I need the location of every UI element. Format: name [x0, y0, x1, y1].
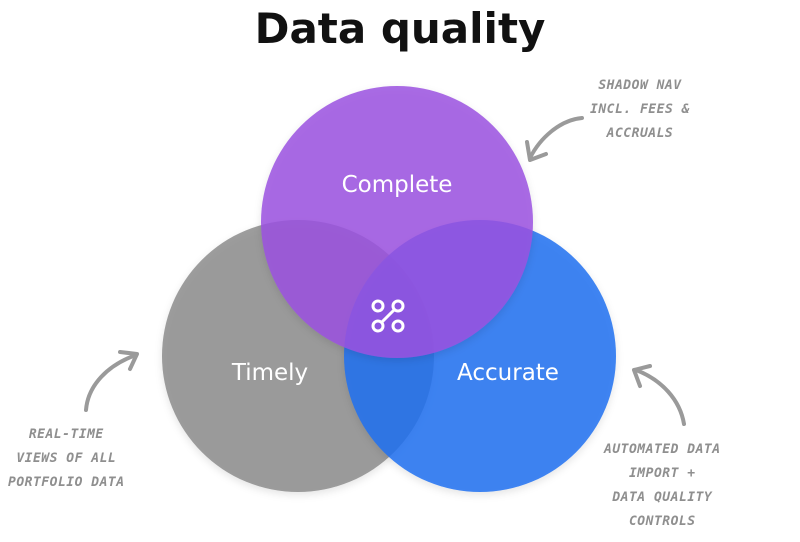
annotation-line: IMPORT +	[628, 466, 696, 481]
annotation-line: INCL. FEES &	[590, 102, 690, 117]
annotation-line: PORTFOLIO DATA	[8, 475, 125, 490]
page-title: Data quality	[254, 4, 546, 53]
annotation-line: ACCRUALS	[606, 126, 674, 141]
timely-arrow-icon	[84, 350, 139, 412]
complete-arrow-icon	[525, 116, 584, 162]
accurate-annotation: AUTOMATED DATA IMPORT + DATA QUALITY CON…	[604, 438, 721, 534]
timely-label: Timely	[231, 360, 309, 386]
link-nodes-icon	[371, 299, 405, 333]
annotation-line: REAL-TIME	[28, 427, 104, 442]
annotation-line: VIEWS OF ALL	[16, 451, 117, 466]
timely-annotation: REAL-TIME VIEWS OF ALL PORTFOLIO DATA	[8, 423, 125, 495]
annotation-line: AUTOMATED DATA	[604, 442, 721, 457]
complete-annotation: SHADOW NAV INCL. FEES & ACCRUALS	[590, 74, 690, 146]
annotation-line: SHADOW NAV	[598, 78, 682, 93]
annotation-line: DATA QUALITY	[612, 490, 713, 505]
complete-label: Complete	[341, 172, 453, 198]
complete-circle	[261, 86, 533, 358]
accurate-arrow-icon	[632, 364, 686, 426]
annotation-line: CONTROLS	[628, 514, 696, 529]
accurate-label: Accurate	[457, 360, 559, 386]
